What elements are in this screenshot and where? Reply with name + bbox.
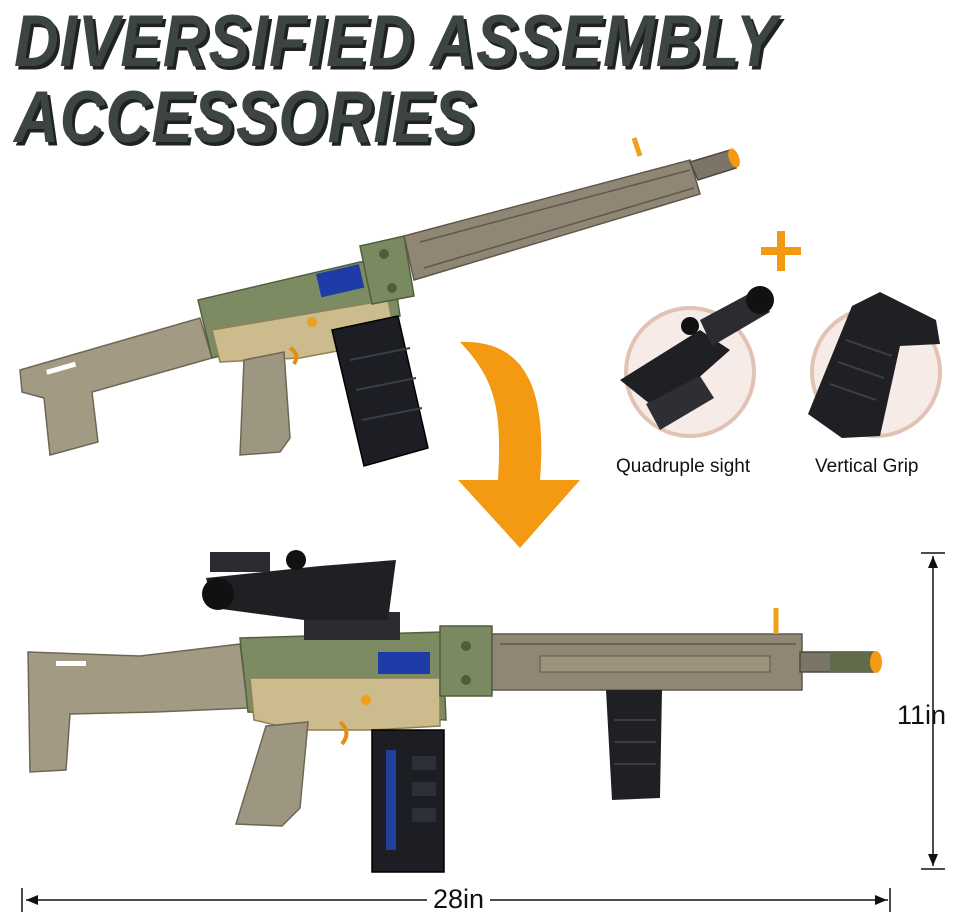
vertical-grip-icon (808, 292, 940, 438)
bottom-rifle-lower (249, 677, 441, 731)
bottom-rifle-magazine (371, 729, 445, 873)
headline-line-2: ACCESSORIES (14, 77, 477, 159)
bottom-rifle-rail-mount (439, 625, 493, 697)
quadruple-sight-label: Quadruple sight (616, 456, 751, 477)
bottom-rifle-vertical-grip (606, 690, 662, 800)
bottom-rifle (27, 550, 882, 873)
top-rifle-pistol-grip (239, 351, 291, 456)
bottom-rifle-pistol-grip (234, 721, 309, 827)
scope-accessory (620, 286, 774, 438)
vertical-grip-label: Vertical Grip (815, 456, 919, 477)
bottom-rifle-scope (202, 550, 400, 640)
transform-arrow-icon (458, 341, 580, 548)
scope-icon (620, 286, 774, 430)
top-rifle-barrel (688, 149, 737, 181)
length-dimension-label: 28in (427, 884, 491, 915)
bottom-rifle-dart-window (378, 652, 430, 674)
headline-line-1: DIVERSIFIED ASSEMBLY (14, 1, 779, 83)
top-rifle-magazine (331, 315, 429, 467)
grip-accessory (808, 292, 942, 438)
plus-icon (761, 231, 801, 271)
top-rifle-dart-window (316, 264, 365, 298)
height-dimension-label: 11in (897, 700, 947, 730)
bottom-rifle-stock (27, 643, 249, 773)
top-rifle (19, 137, 740, 467)
top-rifle-stock (19, 317, 213, 456)
top-rifle-rail-mount (359, 235, 415, 305)
height-dimension-line (921, 552, 945, 870)
top-rifle-handguard (403, 159, 701, 281)
